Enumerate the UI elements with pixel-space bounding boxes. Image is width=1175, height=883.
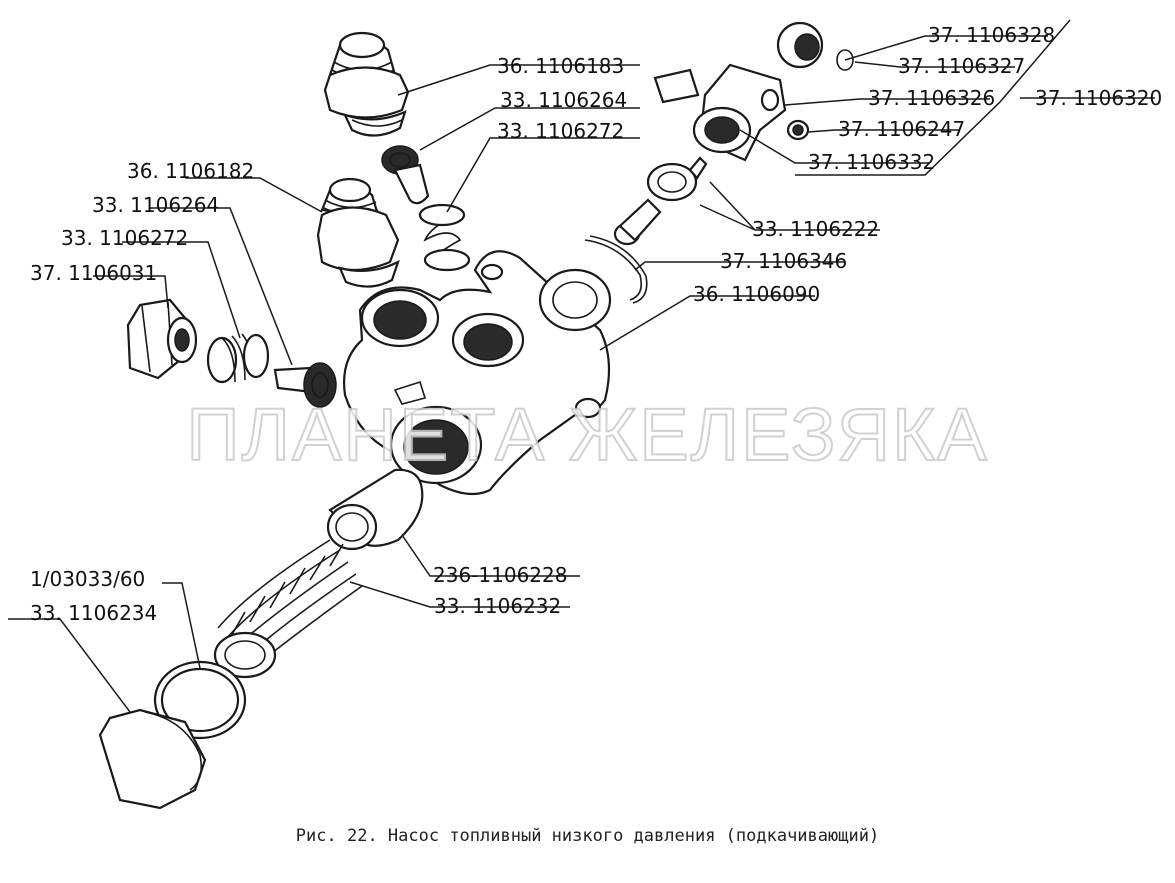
label-37-1106327: 37. 1106327 [898,54,1025,78]
part-labels: 37. 1106328 37. 1106327 37. 1106326 37. … [30,23,1162,625]
plug-33-1106234 [98,708,207,810]
label-36-1106183: 36. 1106183 [497,54,624,78]
fitting-36-1106183 [323,31,410,137]
label-1-03033-60: 1/03033/60 [30,567,145,591]
label-33-1106222: 33. 1106222 [752,217,879,241]
piston-33-1106222 [613,156,708,246]
spring-33-1106272-left [206,333,270,384]
fitting-36-1106182 [316,177,400,288]
label-33-1106232: 33. 1106232 [434,594,561,618]
label-33-1106272-top: 33. 1106272 [497,119,624,143]
label-36-1106182: 36. 1106182 [127,159,254,183]
label-37-1106320: 37. 1106320 [1035,86,1162,110]
valve-33-1106264-left [273,362,337,408]
sleeve-236-1106228 [326,468,424,551]
label-37-1106247: 37. 1106247 [838,117,965,141]
assembly-37-1106320 [653,21,854,162]
label-36-1106090: 36. 1106090 [693,282,820,306]
spring-33-1106232 [213,539,363,679]
label-33-1106264-left: 33. 1106264 [92,193,219,217]
valve-33-1106264-top [381,145,430,205]
leader-lines [8,19,1155,713]
label-33-1106234: 33. 1106234 [30,601,157,625]
label-37-1106332: 37. 1106332 [808,150,935,174]
label-37-1106326: 37. 1106326 [868,86,995,110]
spring-33-1106272-top [418,203,471,272]
ring-37-1106346 [584,235,648,304]
label-33-1106264-top: 33. 1106264 [500,88,627,112]
label-37-1106328: 37. 1106328 [928,23,1055,47]
label-37-1106031: 37. 1106031 [30,261,157,285]
plug-37-1106031 [126,298,198,380]
housing-36-1106090 [343,250,612,496]
label-236-1106228: 236-1106228 [433,563,567,587]
label-33-1106272-left: 33. 1106272 [61,226,188,250]
label-37-1106346: 37. 1106346 [720,249,847,273]
figure-caption: Рис. 22. Насос топливный низкого давлени… [295,826,880,846]
